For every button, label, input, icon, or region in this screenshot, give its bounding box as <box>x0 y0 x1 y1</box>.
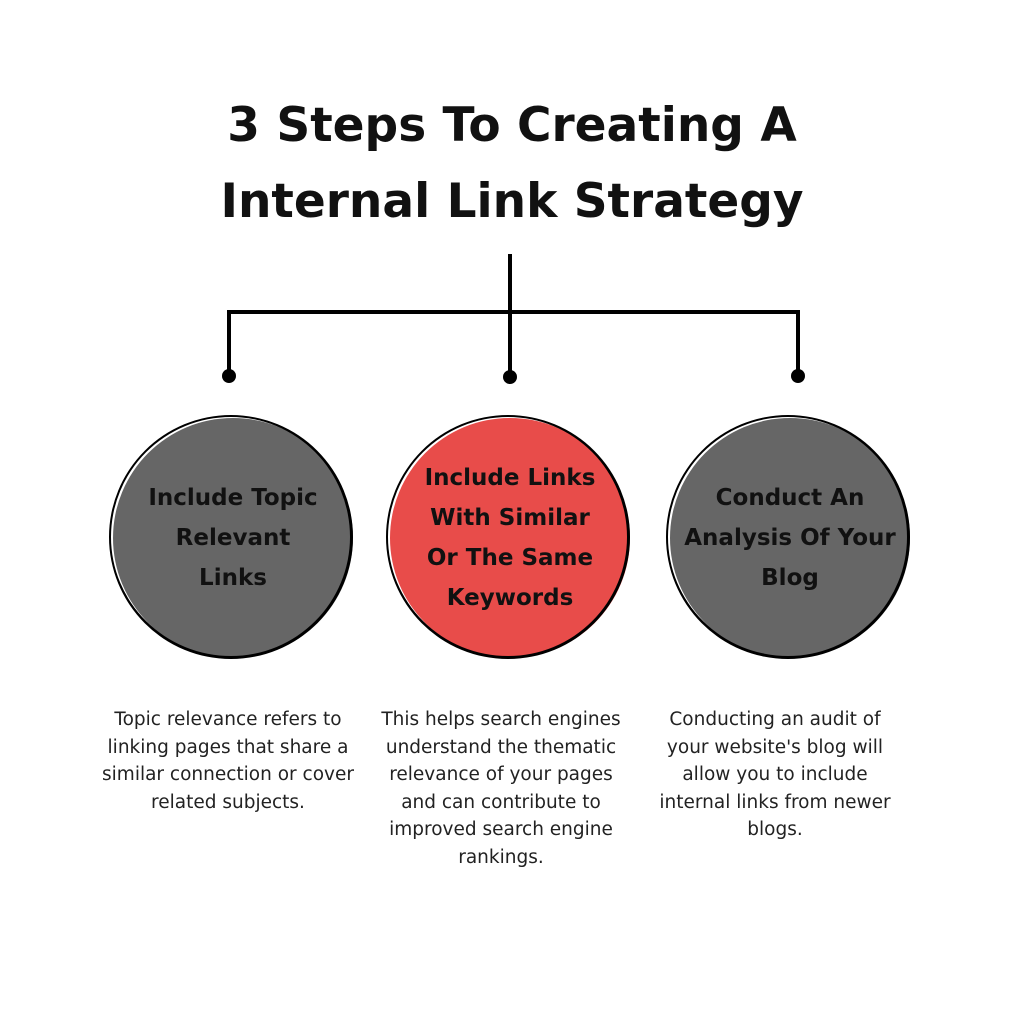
step-3-label: Conduct An Analysis Of Your Blog <box>684 485 896 591</box>
step-2-label: Include Links With Similar Or The Same K… <box>424 465 596 611</box>
left-dot <box>222 369 236 383</box>
step-3-description: Conducting an audit of your website's bl… <box>659 709 891 841</box>
step-1-label: Include Topic Relevant Links <box>148 485 318 591</box>
step-1-circle: Include Topic Relevant Links <box>109 415 353 659</box>
step-2-description: This helps search engines understand the… <box>381 709 621 868</box>
title-line-1: 3 Steps To Creating A <box>227 98 797 153</box>
page-title: 3 Steps To Creating A Internal Link Stra… <box>0 88 1024 240</box>
center-dot <box>503 370 517 384</box>
step-3-circle: Conduct An Analysis Of Your Blog <box>666 415 910 659</box>
title-line-2: Internal Link Strategy <box>220 174 804 229</box>
right-dot <box>791 369 805 383</box>
step-1-description: Topic relevance refers to linking pages … <box>102 709 354 813</box>
step-2-circle: Include Links With Similar Or The Same K… <box>386 415 630 659</box>
